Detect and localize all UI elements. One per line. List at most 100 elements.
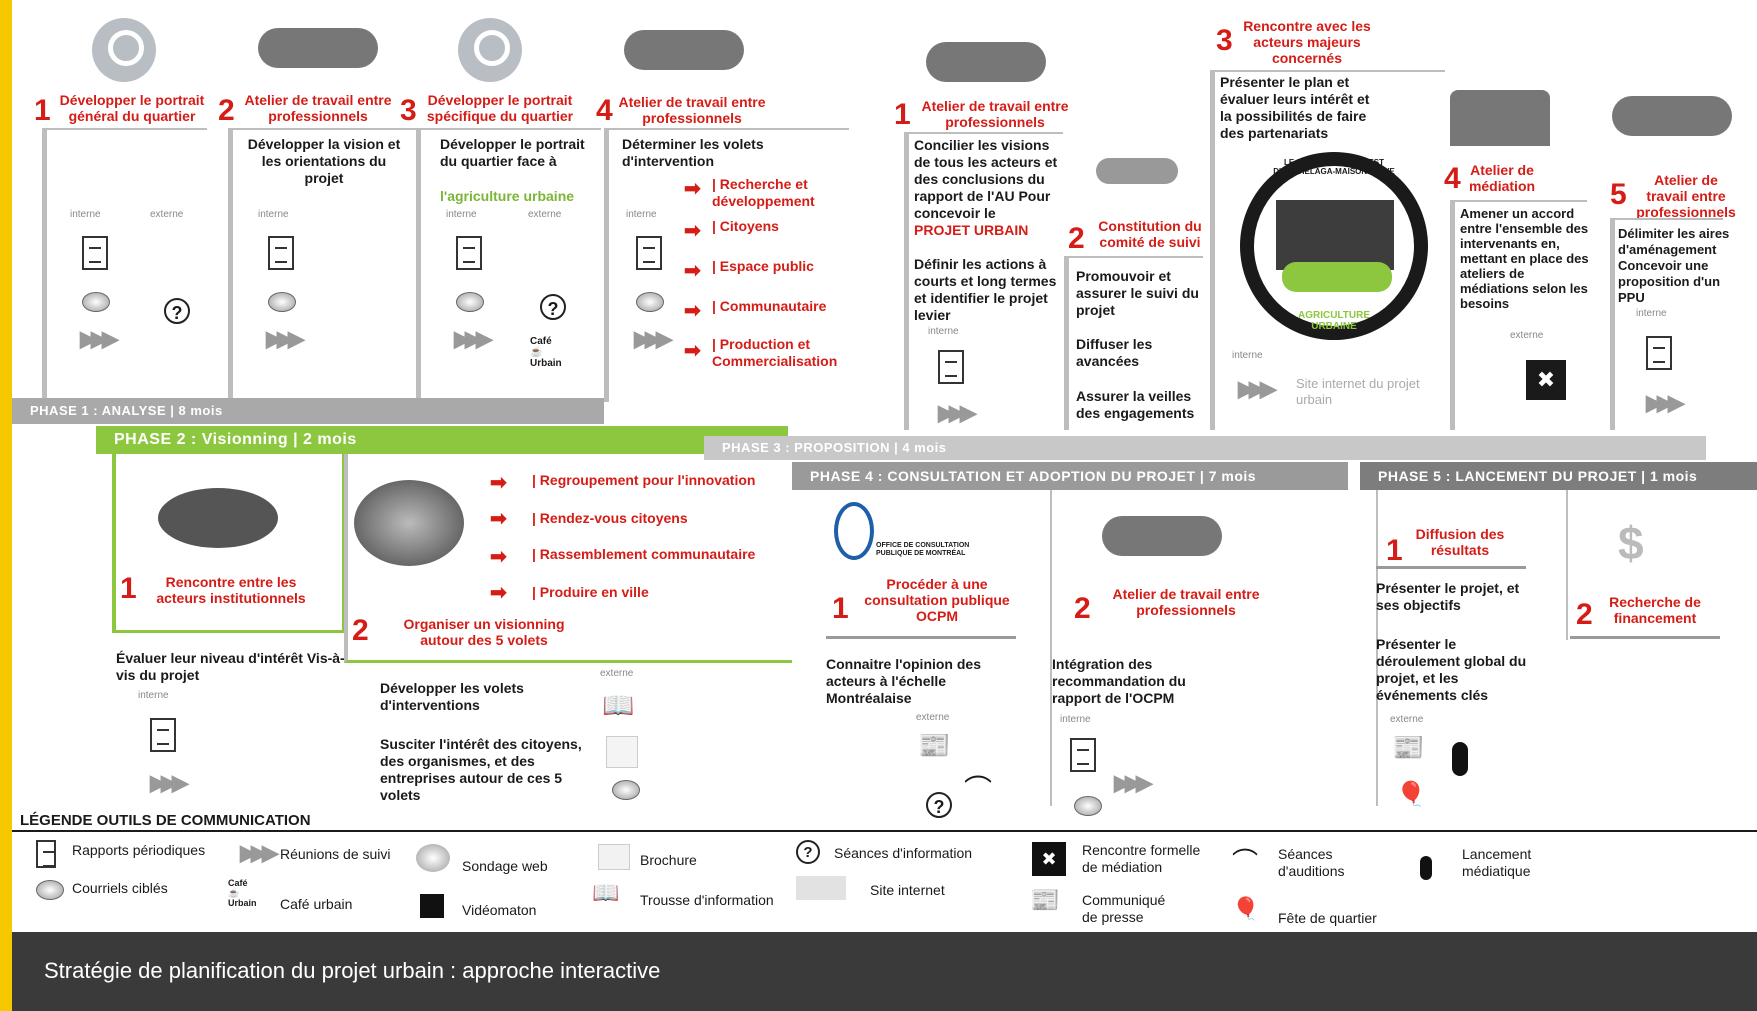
interne-label: interne [138, 690, 169, 701]
meeting-arrows-icon: ▶▶▶ [240, 840, 279, 865]
step-column [228, 128, 423, 402]
badge-bottom-text: AGRICULTURE URBAINE [1297, 310, 1371, 332]
report-icon [82, 236, 108, 270]
meeting-arrows-icon: ▶▶▶ [150, 770, 189, 795]
legend-label: Trousse d'information [640, 892, 774, 908]
step-title: Atelier de travail entre professionnels [1636, 172, 1736, 220]
phase2-step2-box [344, 454, 792, 663]
report-icon [36, 840, 56, 868]
divider [1376, 490, 1378, 806]
info-session-icon: ? [540, 294, 566, 320]
visionning-item: | Regroupement pour l'innovation [532, 472, 756, 488]
legend-label: Réunions de suivi [280, 846, 391, 862]
step-column [604, 128, 849, 402]
arrow-right-icon: ➡ [490, 546, 507, 568]
microphone-icon [1420, 856, 1432, 880]
arrow-right-icon: ➡ [684, 340, 701, 362]
vegetables-icon [1282, 262, 1392, 292]
step-underline [1570, 636, 1720, 639]
website-icon [796, 876, 846, 900]
report-icon [938, 350, 964, 384]
step-title: Atelier de travail entre professionnels [244, 92, 392, 124]
legend-label: Rapports périodiques [72, 842, 206, 858]
step-description: Définir les actions à courts et long ter… [914, 256, 1057, 323]
hearing-icon: ⌒ [1232, 847, 1259, 877]
step-number: 2 [1576, 598, 1593, 631]
step-title: Rencontre entre les acteurs institutionn… [156, 574, 306, 606]
web-survey-icon [416, 844, 450, 872]
legend-label: Site internet [870, 882, 945, 898]
step-description: Amener un accord entre l'ensemble des in… [1460, 206, 1589, 311]
step-number: 1 [34, 94, 51, 127]
magnifier-icon [92, 18, 156, 82]
externe-label: externe [916, 712, 950, 723]
cafe-icon: Café☕Urbain [228, 878, 257, 908]
caption-text: Stratégie de planification du projet urb… [44, 958, 661, 983]
email-icon [1074, 796, 1102, 816]
side-accent-strip [0, 0, 12, 1011]
report-icon [636, 236, 662, 270]
visionning-item: | Produire en ville [532, 584, 649, 600]
step-title: Organiser un visionning autour des 5 vol… [403, 616, 565, 648]
step-title: Rencontre avec les acteurs majeurs conce… [1243, 18, 1371, 66]
divider [1566, 490, 1568, 640]
step-column [42, 128, 207, 402]
info-kit-icon: 📖 [602, 690, 635, 720]
legend-label: Communiqué de presse [1082, 892, 1166, 925]
report-icon [456, 236, 482, 270]
press-release-icon: 📰 [918, 730, 951, 760]
step-title: Recherche de financement [1609, 594, 1701, 626]
email-icon [456, 292, 484, 312]
info-kit-icon: 📖 [592, 880, 620, 905]
step-column [416, 128, 601, 402]
meeting-table-icon [1612, 96, 1732, 136]
email-icon [612, 780, 640, 800]
step-title: Atelier de travail entre professionnels [921, 98, 1069, 130]
videomaton-icon [420, 894, 444, 918]
step-column [904, 132, 1063, 430]
cafe-icon: Café☕Urbain [530, 336, 562, 369]
website-label: Site internet du projet urbain [1296, 376, 1420, 407]
visionning-item: | Rendez-vous citoyens [532, 510, 688, 526]
volet-item: | Communautaire [712, 298, 827, 314]
step-number: 4 [596, 94, 613, 127]
dollar-icon: $ [1618, 517, 1644, 569]
legend-label: Café urbain [280, 896, 353, 912]
step-number: 1 [894, 98, 911, 131]
externe-label: externe [150, 209, 184, 220]
step-description: Évaluer leur niveau d'intérêt Vis-à-vis … [116, 650, 345, 683]
ocpm-logo-icon [834, 502, 874, 560]
phase1-bar: PHASE 1 : ANALYSE | 8 mois [12, 398, 604, 424]
legend-label: Séances d'auditions [1278, 846, 1345, 879]
meeting-table-icon [926, 42, 1046, 82]
step-number: 4 [1444, 162, 1461, 195]
step-description: Diffuser les avancées [1076, 336, 1153, 369]
brochure-icon [606, 736, 638, 768]
ocpm-logo-text: OFFICE DE CONSULTATION PUBLIQUE DE MONTR… [876, 542, 970, 557]
step-number: 3 [1216, 24, 1233, 57]
step-description-highlight: PROJET URBAIN [914, 222, 1029, 238]
brochure-icon [598, 844, 630, 870]
legend-label: Vidéomaton [462, 902, 537, 918]
report-icon [268, 236, 294, 270]
badge-top-text: LE SECTEUR SUD-OUEST D'HOCHELAGA-MAISONN… [1273, 158, 1395, 176]
arrow-right-icon: ➡ [684, 260, 701, 282]
mediation-icon: ✖ [1032, 842, 1066, 876]
step-description: Concilier les visions de tous les acteur… [914, 137, 1058, 221]
meeting-table-icon [1102, 516, 1222, 556]
meeting-arrows-icon: ▶▶▶ [454, 326, 493, 351]
step-column [1610, 218, 1723, 430]
arrow-right-icon: ➡ [490, 508, 507, 530]
interne-label: interne [258, 209, 289, 220]
externe-label: externe [600, 668, 634, 679]
step-number: 2 [1074, 592, 1091, 625]
meeting-table-icon [258, 28, 378, 68]
step-description: Susciter l'intérêt des citoyens, des org… [380, 736, 582, 803]
round-table-icon [354, 480, 464, 566]
interne-label: interne [1232, 350, 1263, 361]
binoculars-icon [1096, 158, 1178, 184]
legend-label: Lancement médiatique [1462, 846, 1532, 879]
step-description: Présenter le plan et évaluer leurs intér… [1220, 74, 1370, 141]
step-description: Intégration des recommandation du rappor… [1052, 656, 1186, 706]
step-title: Procéder à une consultation publique OCP… [864, 576, 1010, 624]
